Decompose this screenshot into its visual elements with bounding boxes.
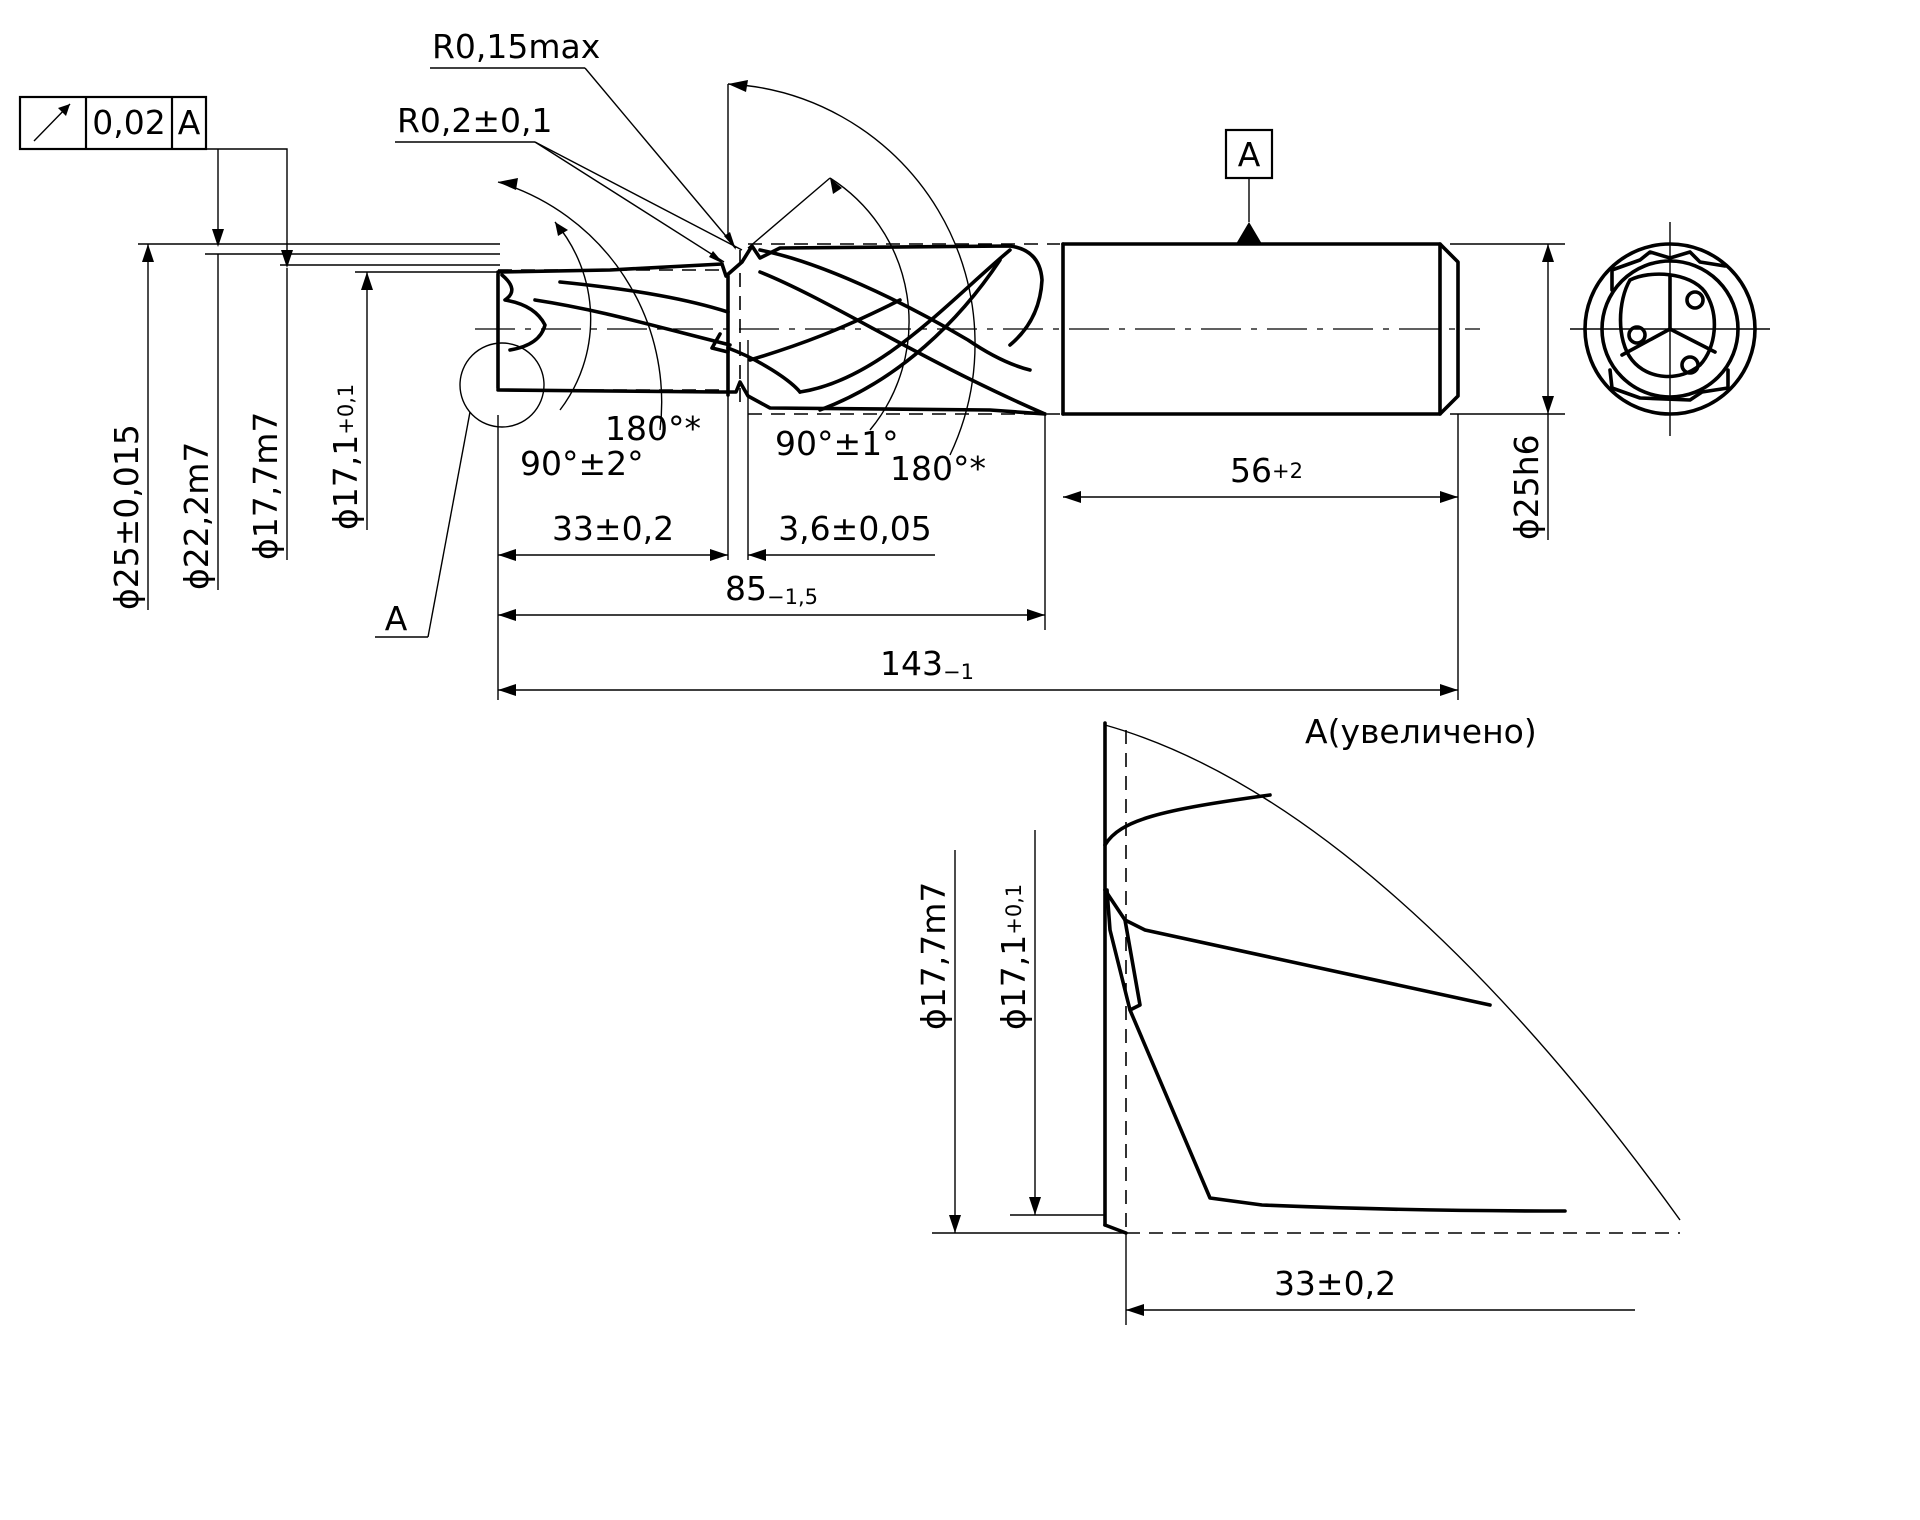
detail-dim-length: 33±0,2 — [1274, 1264, 1396, 1303]
dim-total-tol: −1 — [943, 660, 974, 684]
svg-text:ϕ17,1+0,1: ϕ17,1+0,1 — [326, 384, 365, 530]
dim-shank-len: 56 — [1230, 451, 1272, 490]
angle-dimensions: 90°±2° 180°* 90°±1° 180°* — [497, 80, 986, 488]
dim-shank-tol: +2 — [1272, 459, 1303, 483]
dim-step-width: 3,6±0,05 — [778, 509, 932, 548]
detail-dim-d17-1: ϕ17,1 — [994, 935, 1033, 1030]
callout-label: A — [385, 599, 408, 638]
drill-side-view — [475, 242, 1480, 416]
diameter-dimensions-left: ϕ25±0,015 ϕ22,2m7 ϕ17,7m7 ϕ17,1+0,1 — [107, 244, 373, 610]
end-view — [1570, 222, 1770, 436]
detail-dim-d17-7: ϕ17,7m7 — [914, 882, 953, 1030]
runout-arrow-icon — [33, 103, 71, 142]
label-r0-15max: R0,15max — [432, 27, 600, 66]
angle-flute-left: 180°* — [605, 409, 701, 448]
svg-text:85−1,5: 85−1,5 — [725, 569, 818, 609]
shank-diameter-dimension: ϕ25h6 — [1507, 244, 1554, 540]
detail-dim-d17-1-tol: +0,1 — [1002, 884, 1026, 935]
angle-flute-right: 180°* — [890, 449, 986, 488]
shank — [1061, 242, 1460, 416]
dim-d17-1: ϕ17,1 — [326, 435, 365, 530]
runout-datum-label: A — [178, 103, 201, 142]
dim-step-len: 33±0,2 — [552, 509, 674, 548]
svg-text:56+2: 56+2 — [1230, 451, 1303, 490]
dim-d22: ϕ22,2m7 — [177, 442, 216, 590]
extension-lines — [138, 243, 1565, 700]
svg-text:143−1: 143−1 — [880, 644, 974, 684]
dim-flute-len: 85 — [725, 569, 767, 608]
detail-view-a: A(увеличено) ϕ17,7m7 ϕ17,1+0,1 33±0,2 — [914, 712, 1681, 1325]
flutes — [496, 244, 1047, 416]
angle-point: 90°±2° — [520, 444, 644, 483]
detail-title: A(увеличено) — [1305, 712, 1537, 751]
dim-shank: ϕ25h6 — [1507, 434, 1546, 540]
datum-a-marker: A — [1224, 128, 1274, 244]
dim-d17-7: ϕ17,7m7 — [246, 412, 285, 560]
dim-d17-1-tol: +0,1 — [334, 384, 358, 435]
radius-leaders: R0,15max R0,2±0,1 — [395, 27, 743, 264]
angle-step: 90°±1° — [775, 424, 899, 463]
runout-tolerance-frame: 0,02 A — [18, 95, 293, 268]
dim-flute-tol: −1,5 — [767, 585, 818, 609]
dim-d25-tol: ϕ25±0,015 — [107, 424, 146, 610]
svg-text:ϕ17,1+0,1: ϕ17,1+0,1 — [994, 884, 1033, 1030]
label-r0-2: R0,2±0,1 — [397, 101, 553, 140]
detail-callout: A — [375, 342, 545, 638]
runout-tolerance-value: 0,02 — [92, 103, 165, 142]
dim-total-len: 143 — [880, 644, 943, 683]
length-dimensions: 33±0,2 3,6±0,05 85−1,5 143−1 56+2 — [498, 451, 1458, 696]
datum-a-label: A — [1238, 135, 1261, 174]
